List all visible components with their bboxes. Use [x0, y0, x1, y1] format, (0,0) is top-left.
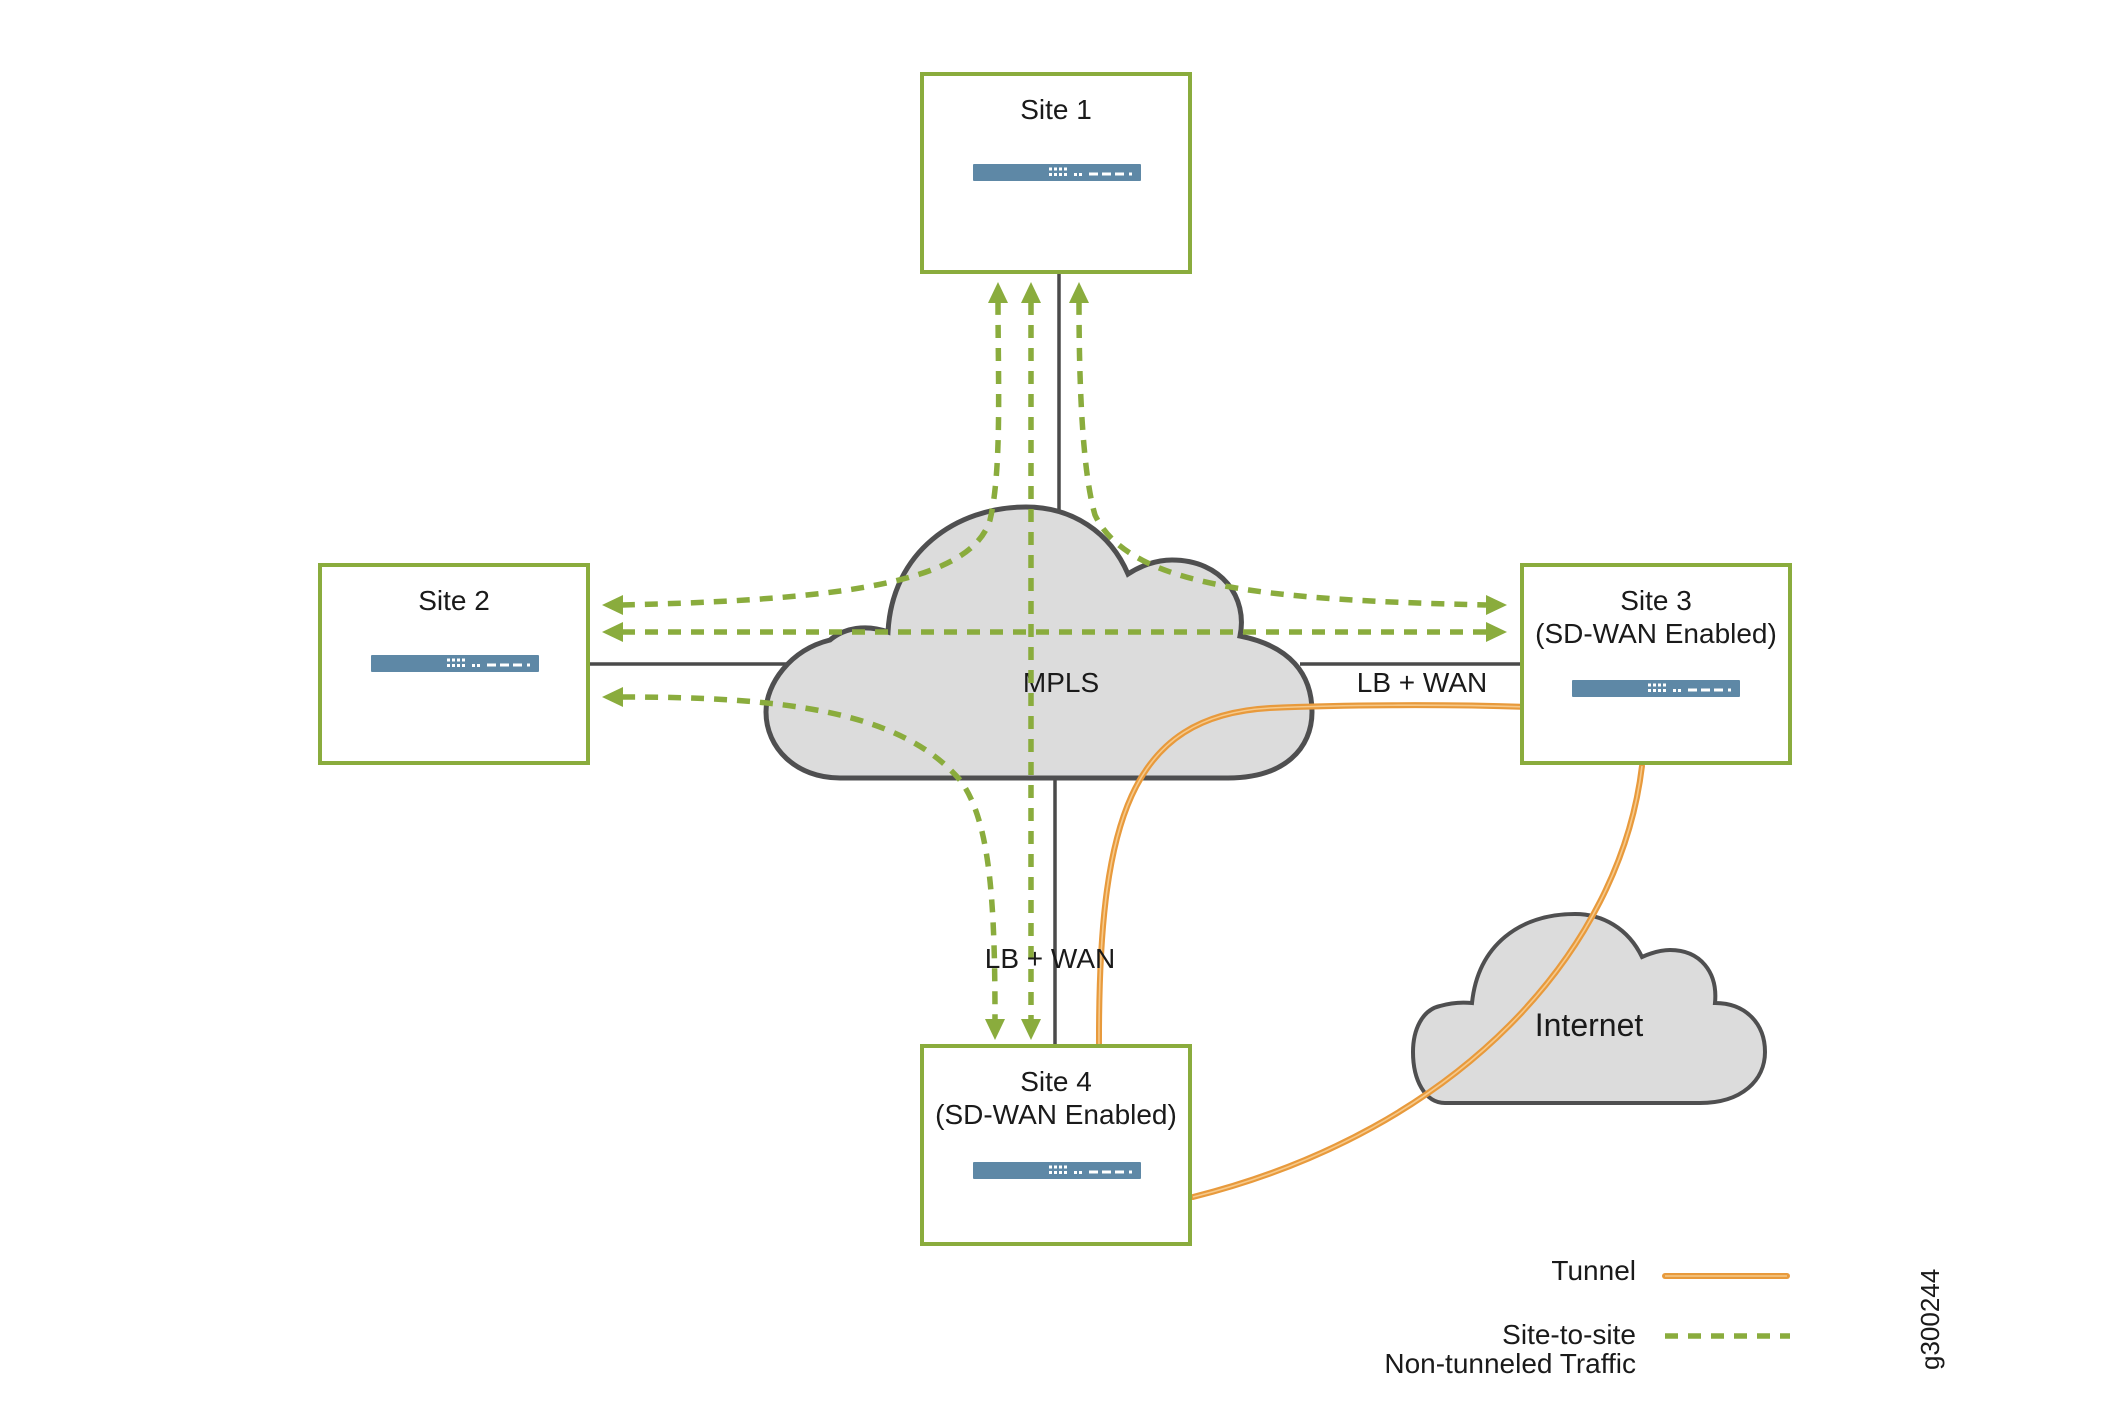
legend-traffic-label-line1: Site-to-site: [1502, 1319, 1636, 1350]
site-to-site-traffic: [602, 282, 1507, 1040]
cloud-icon: [1410, 911, 1768, 1105]
traffic-site1-site3: [1076, 301, 1487, 608]
site-2: Site 2: [318, 563, 590, 765]
site-subtitle: (SD-WAN Enabled): [935, 1099, 1177, 1130]
internet-label: Internet: [1535, 1007, 1644, 1043]
site-4: Site 4 (SD-WAN Enabled): [920, 1044, 1192, 1246]
site-title: Site 1: [1020, 94, 1092, 125]
mpls-links: [590, 274, 1530, 1048]
network-switch-icon: [1572, 680, 1740, 697]
site-1: Site 1: [920, 72, 1192, 274]
mpls-label: MPLS: [1023, 667, 1099, 698]
traffic-site2-site4: [621, 694, 998, 1021]
site3-link-label: LB + WAN: [1357, 667, 1487, 698]
figure-id: g300244: [1915, 1269, 1945, 1370]
network-switch-icon: [973, 164, 1141, 181]
site-box: [1520, 563, 1792, 765]
internet-cloud: Internet: [1410, 911, 1768, 1105]
legend-traffic-label-line2: Non-tunneled Traffic: [1384, 1348, 1636, 1379]
site-title: Site 3: [1620, 585, 1692, 616]
site-3: Site 3 (SD-WAN Enabled): [1520, 563, 1792, 765]
site-subtitle: (SD-WAN Enabled): [1535, 618, 1777, 649]
network-switch-icon: [973, 1162, 1141, 1179]
legend: Tunnel Site-to-site Non-tunneled Traffic: [1384, 1255, 1790, 1379]
traffic-site1-site2: [621, 301, 1002, 608]
site-title: Site 4: [1020, 1066, 1092, 1097]
tunnels: [1095, 702, 1645, 1200]
site-title: Site 2: [418, 585, 490, 616]
site4-link-label: LB + WAN: [985, 943, 1115, 974]
mpls-cloud: MPLS: [763, 504, 1315, 781]
site-box: [920, 1044, 1192, 1246]
legend-tunnel-label: Tunnel: [1551, 1255, 1636, 1286]
network-switch-icon: [371, 655, 539, 672]
cloud-icon: [763, 504, 1315, 781]
